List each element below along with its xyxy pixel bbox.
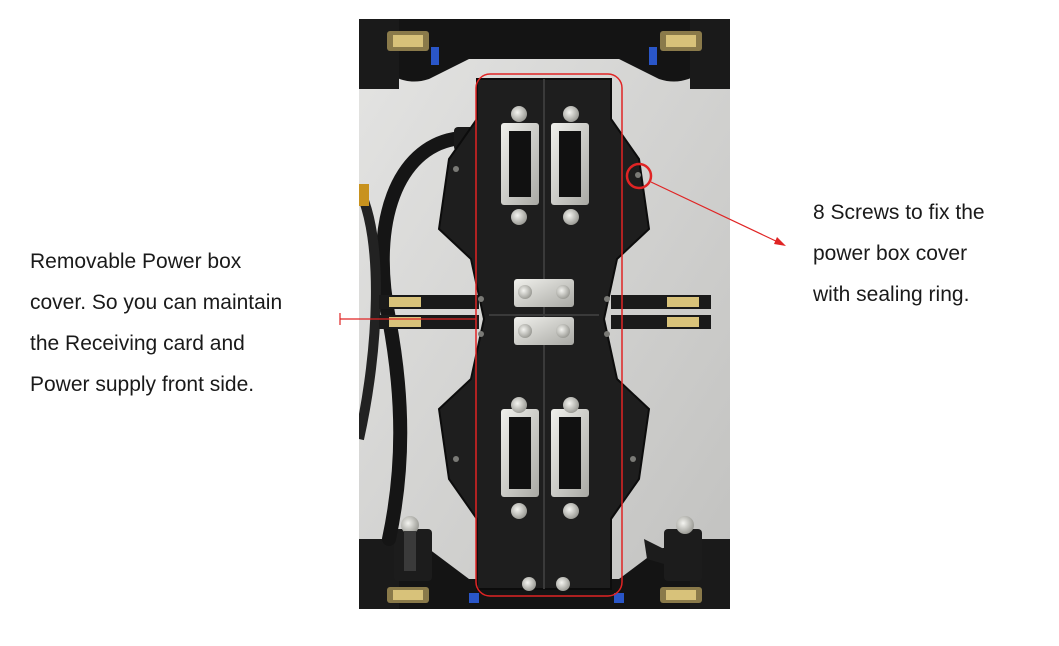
cover-annotation-line: Removable Power box xyxy=(30,250,242,273)
corner-lock-top-right xyxy=(649,31,702,65)
cabinet-frame-top xyxy=(359,19,730,82)
corner-lock-bottom-left xyxy=(387,587,479,603)
screw-annotation-line: 8 Screws to fix the xyxy=(813,201,985,224)
side-latch-right xyxy=(611,295,711,329)
screw-annotation-line: power box cover xyxy=(813,242,968,265)
cover-annotation-line: cover. So you can maintain xyxy=(30,291,283,314)
cover-annotation: Removable Power box cover. So you can ma… xyxy=(30,241,282,405)
screw-annotation-line: with sealing ring. xyxy=(813,283,970,306)
handle-bottom-right xyxy=(644,516,702,581)
screw-annotation: 8 Screws to fix the power box cover with… xyxy=(813,192,985,315)
corner-lock-top-left xyxy=(387,31,439,65)
cover-annotation-line: Power supply front side. xyxy=(30,373,255,396)
handle-bottom-left xyxy=(394,516,432,581)
corner-lock-bottom-right xyxy=(614,587,702,603)
cover-annotation-line: the Receiving card and xyxy=(30,332,245,355)
power-box-photo xyxy=(359,19,730,609)
cabinet-frame-bottom xyxy=(359,547,730,609)
screw-leader-arrowhead xyxy=(774,237,786,246)
